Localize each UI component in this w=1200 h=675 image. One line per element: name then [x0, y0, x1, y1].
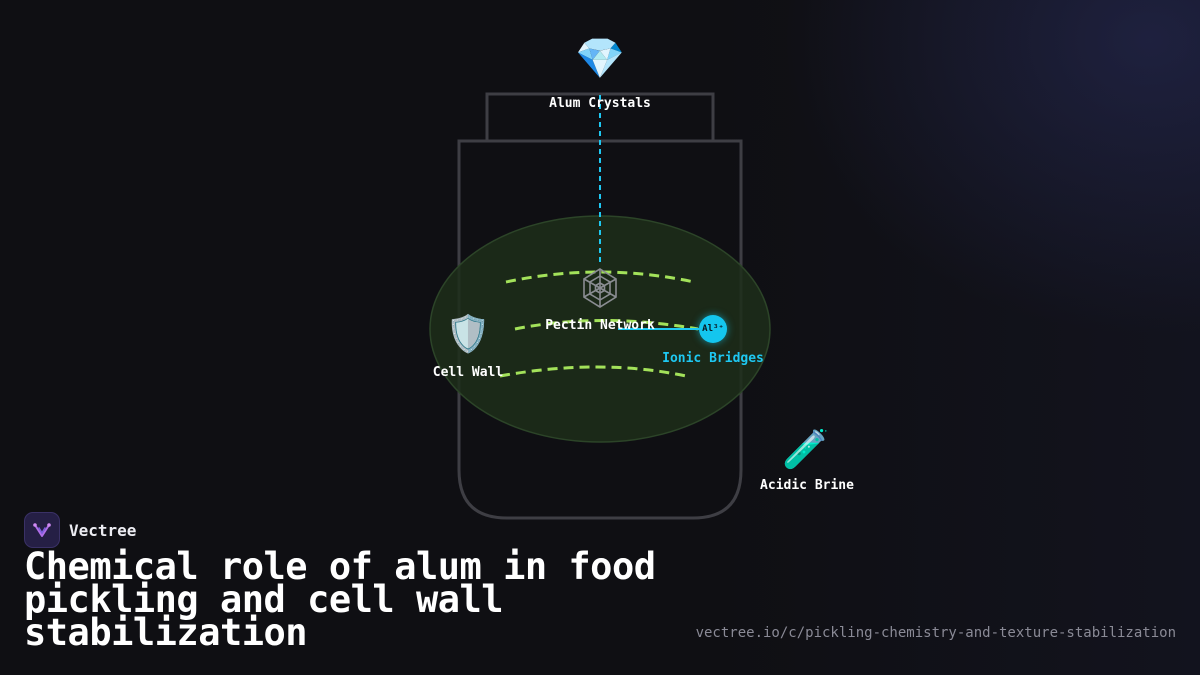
- pectin-network-label: Pectin Network: [545, 318, 655, 333]
- acidic-brine-label: Acidic Brine: [760, 478, 854, 493]
- page-title: Chemical role of alum in food pickling a…: [24, 545, 656, 654]
- aluminium-ion-icon: Al³⁺: [699, 315, 727, 343]
- jar-lid: [485, 92, 715, 141]
- brand-name: Vectree: [69, 520, 137, 540]
- cell-wall-label: Cell Wall: [432, 365, 504, 380]
- pectin-strand-middle: [514, 319, 699, 331]
- pectin-strand-bottom: [499, 365, 687, 378]
- source-url: vectree.io/c/pickling-chemistry-and-text…: [695, 625, 1176, 641]
- spider-web-icon: [583, 268, 617, 308]
- test-tube-icon: 🧪: [782, 427, 830, 471]
- alum-crystals-label: Alum Crystals: [549, 96, 651, 111]
- shield-icon: 🛡️: [445, 314, 491, 355]
- vectree-logo-icon: [24, 512, 60, 548]
- pectin-strand-top: [505, 270, 695, 284]
- brand: Vectree: [24, 512, 136, 548]
- ionic-bridges-label: Ionic Bridges: [662, 351, 764, 366]
- jar-body: [457, 139, 743, 520]
- gem-icon: 💎: [575, 36, 625, 82]
